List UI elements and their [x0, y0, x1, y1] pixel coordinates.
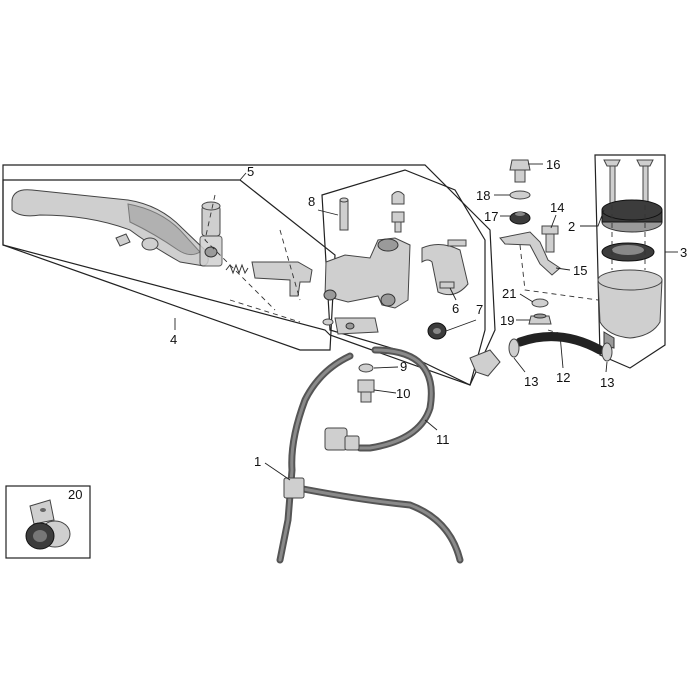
- label-part-6: 6: [452, 301, 459, 316]
- top-cap-screw: [391, 191, 405, 233]
- label-part-13-left: 13: [524, 374, 538, 389]
- label-part-10: 10: [396, 386, 410, 401]
- label-part-18: 18: [476, 188, 490, 203]
- reservoir-bracket: [499, 231, 561, 276]
- brake-lever: [11, 189, 209, 267]
- pivot-bushing: [199, 201, 223, 267]
- reservoir-hose-fitting-cap: [427, 322, 447, 340]
- reservoir-diaphragm: [601, 242, 655, 262]
- inset-hose-guide: [25, 499, 71, 550]
- label-part-19: 19: [500, 313, 514, 328]
- label-part-5: 5: [247, 164, 254, 179]
- adjuster-bracket: [251, 261, 313, 297]
- inset-box: [5, 485, 91, 559]
- bracket-bolt: [509, 159, 531, 183]
- label-part-15: 15: [573, 263, 587, 278]
- leader-11: [424, 419, 438, 431]
- copper-washer: [358, 363, 374, 373]
- leader-14: [550, 214, 557, 229]
- reservoir-group-outline: [594, 154, 666, 369]
- lever-pivot-screw: [115, 233, 131, 247]
- elbow-fitting: [469, 349, 501, 377]
- reservoir-cap: [601, 199, 663, 233]
- leader-6: [449, 287, 457, 301]
- rubber-grommet: [509, 211, 531, 225]
- lever-pin: [339, 197, 349, 231]
- leader-15: [555, 267, 571, 271]
- label-part-14: 14: [550, 200, 564, 215]
- banjo-bolt: [357, 379, 375, 403]
- main-brake-hose-right: [294, 484, 464, 564]
- label-part-17: 17: [484, 209, 498, 224]
- label-part-8: 8: [308, 194, 315, 209]
- leader-13a: [513, 357, 526, 373]
- leader-2: [580, 209, 605, 227]
- switch-connector: [324, 427, 360, 451]
- label-part-20: 20: [68, 487, 82, 502]
- leader-12: [559, 334, 564, 369]
- label-part-7: 7: [476, 302, 483, 317]
- leader-9: [373, 366, 399, 369]
- reservoir-body: [597, 269, 663, 349]
- hose-clip-left: [508, 338, 520, 358]
- reservoir-nut: [528, 313, 552, 325]
- reservoir-cap-screws: [603, 159, 654, 206]
- label-part-4: 4: [170, 332, 177, 347]
- label-part-1: 1: [254, 454, 261, 469]
- leader-5: [239, 172, 247, 181]
- label-part-21: 21: [502, 286, 516, 301]
- leader-10: [373, 389, 397, 394]
- body-washer: [322, 318, 334, 326]
- reservoir-washer: [531, 298, 549, 308]
- leader-8: [317, 209, 339, 216]
- master-cylinder-body: [323, 237, 411, 309]
- label-part-13-right: 13: [600, 375, 614, 390]
- label-part-9: 9: [400, 359, 407, 374]
- handlebar-clamp: [421, 239, 469, 296]
- bolt-washer: [509, 190, 531, 200]
- leader-1: [264, 462, 291, 481]
- adjuster-spring: [225, 263, 249, 275]
- label-part-3: 3: [680, 245, 687, 260]
- label-part-11: 11: [436, 432, 450, 447]
- label-part-16: 16: [546, 157, 560, 172]
- hose-splitter: [283, 477, 305, 499]
- label-part-12: 12: [556, 370, 570, 385]
- label-part-2: 2: [568, 219, 575, 234]
- bracket-mount-bolt: [541, 225, 559, 253]
- banjo-fitting: [334, 317, 379, 335]
- leader-13b: [605, 361, 608, 373]
- leader-7: [445, 319, 477, 332]
- hose-clip-right: [601, 342, 613, 362]
- pump-subgroup-outline: [321, 169, 486, 386]
- leader-21: [519, 293, 534, 303]
